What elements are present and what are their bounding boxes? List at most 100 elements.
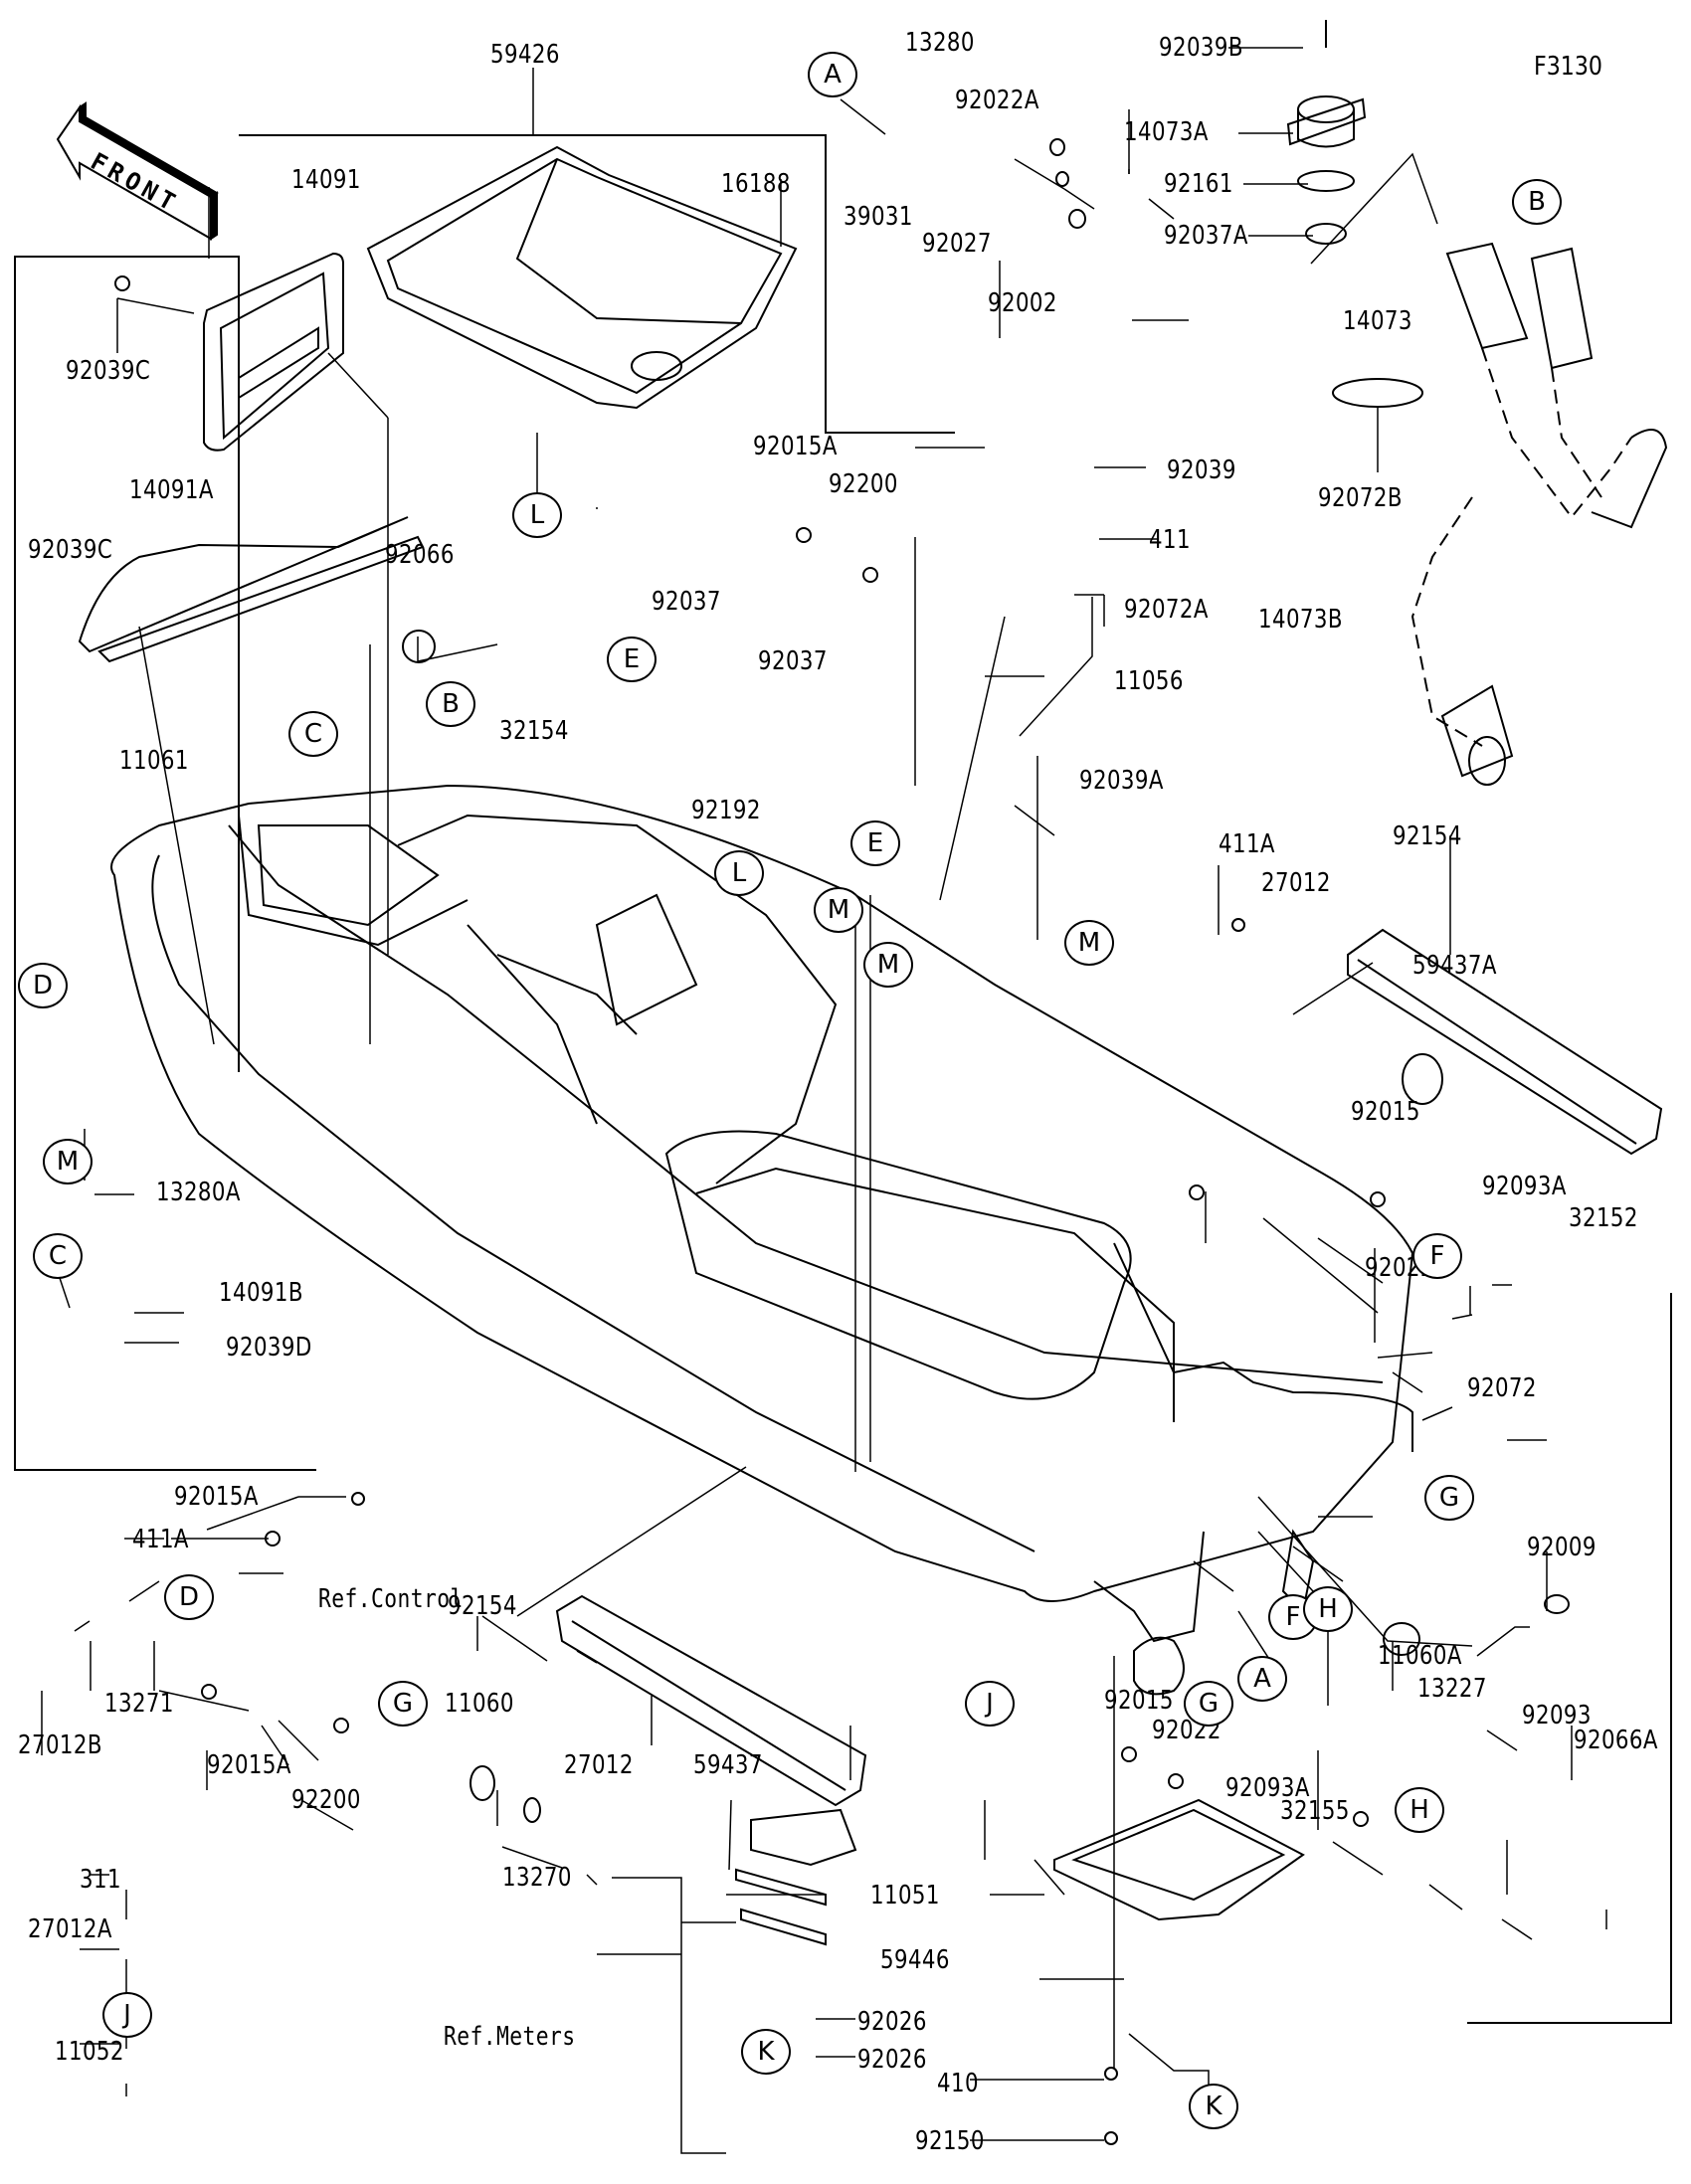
part-label-14091a[interactable]: 14091A (129, 475, 214, 505)
part-label-13280a[interactable]: 13280A (156, 1178, 241, 1207)
callout-j[interactable]: J (102, 1992, 152, 2038)
part-label-92093a[interactable]: 92093A (1482, 1172, 1567, 1201)
part-label-14091[interactable]: 14091 (291, 165, 361, 195)
part-label-11051[interactable]: 11051 (870, 1881, 940, 1911)
callout-a[interactable]: A (808, 52, 857, 97)
part-label-92072[interactable]: 92072 (1467, 1373, 1537, 1403)
part-label-92039d[interactable]: 92039D (226, 1333, 312, 1363)
part-label-92039a[interactable]: 92039A (1079, 766, 1164, 796)
callout-f[interactable]: F (1412, 1233, 1462, 1279)
cover-14091-part (203, 252, 344, 452)
part-label-32152[interactable]: 32152 (1569, 1203, 1638, 1233)
part-label-92009[interactable]: 92009 (1527, 1533, 1597, 1562)
part-label-92093[interactable]: 92093 (1522, 1701, 1592, 1730)
part-label-92039c[interactable]: 92039C (66, 356, 151, 386)
part-label-13271[interactable]: 13271 (104, 1689, 174, 1719)
callout-k[interactable]: K (1189, 2084, 1238, 2129)
part-label-14073b[interactable]: 14073B (1258, 605, 1343, 635)
callout-l[interactable]: L (714, 850, 764, 896)
part-label-92066[interactable]: 92066 (385, 540, 455, 570)
callout-m[interactable]: M (863, 942, 913, 988)
part-label-92192[interactable]: 92192 (691, 796, 761, 825)
callout-l[interactable]: L (512, 492, 562, 538)
part-label-311[interactable]: 311 (80, 1865, 121, 1895)
part-label-27012[interactable]: 27012 (1261, 868, 1331, 898)
part-label-59437a[interactable]: 59437A (1412, 951, 1497, 981)
part-label-92002[interactable]: 92002 (988, 288, 1057, 318)
callout-h[interactable]: H (1303, 1586, 1353, 1632)
part-label-59437[interactable]: 59437 (693, 1750, 763, 1780)
part-label-59426[interactable]: 59426 (490, 40, 560, 70)
part-label-92161[interactable]: 92161 (1164, 169, 1233, 199)
callout-h[interactable]: H (1395, 1787, 1444, 1833)
part-label-11060a[interactable]: 11060A (1378, 1641, 1462, 1671)
callout-d[interactable]: D (18, 963, 68, 1008)
part-label-13227[interactable]: 13227 (1417, 1674, 1487, 1704)
part-label-92200[interactable]: 92200 (291, 1785, 361, 1815)
part-label-14073[interactable]: 14073 (1343, 306, 1412, 336)
callout-m[interactable]: M (814, 887, 863, 933)
part-label-411[interactable]: 411 (1149, 525, 1191, 555)
part-label-92026[interactable]: 92026 (857, 2007, 927, 2037)
part-label-16188[interactable]: 16188 (721, 169, 791, 199)
part-label-92015a[interactable]: 92015A (174, 1482, 259, 1512)
part-label-92072b[interactable]: 92072B (1318, 483, 1403, 513)
callout-e[interactable]: E (850, 820, 900, 866)
part-label-92072a[interactable]: 92072A (1124, 595, 1209, 625)
ref-meters-link[interactable]: Ref.Meters (444, 2022, 576, 2052)
part-label-92022a[interactable]: 92022A (955, 86, 1039, 115)
part-label-92039b[interactable]: 92039B (1159, 33, 1243, 63)
part-label-92037[interactable]: 92037 (758, 646, 828, 676)
part-label-59446[interactable]: 59446 (880, 1945, 950, 1975)
part-label-14073a[interactable]: 14073A (1124, 117, 1209, 147)
part-label-14091b[interactable]: 14091B (219, 1278, 303, 1308)
part-label-92037a[interactable]: 92037A (1164, 221, 1248, 251)
part-label-13270[interactable]: 13270 (502, 1863, 572, 1893)
part-label-92200[interactable]: 92200 (829, 469, 898, 499)
callout-g[interactable]: G (1184, 1681, 1233, 1727)
part-label-92037[interactable]: 92037 (652, 587, 721, 617)
callout-m[interactable]: M (1064, 920, 1114, 966)
part-label-92154[interactable]: 92154 (448, 1591, 517, 1621)
part-label-92015[interactable]: 92015 (1104, 1686, 1174, 1716)
callout-j[interactable]: J (965, 1681, 1015, 1727)
part-label-92093a[interactable]: 92093A (1225, 1773, 1310, 1803)
part-label-11052[interactable]: 11052 (55, 2037, 124, 2067)
part-label-27012[interactable]: 27012 (564, 1750, 634, 1780)
callout-b[interactable]: B (1512, 179, 1562, 225)
part-label-92039c[interactable]: 92039C (28, 535, 113, 565)
part-label-92039[interactable]: 92039 (1167, 455, 1236, 485)
part-label-11060[interactable]: 11060 (445, 1689, 514, 1719)
part-label-13280[interactable]: 13280 (905, 28, 975, 58)
part-label-11056[interactable]: 11056 (1114, 666, 1184, 696)
ref-control-link[interactable]: Ref.Control (318, 1584, 464, 1614)
part-label-32155[interactable]: 32155 (1280, 1796, 1350, 1826)
part-label-92015a[interactable]: 92015A (207, 1750, 291, 1780)
callout-g[interactable]: G (1424, 1475, 1474, 1521)
part-label-92015[interactable]: 92015 (1351, 1097, 1420, 1127)
callout-k[interactable]: K (741, 2029, 791, 2075)
callout-c[interactable]: C (288, 711, 338, 757)
part-label-39031[interactable]: 39031 (844, 202, 913, 232)
part-label-27012a[interactable]: 27012A (28, 1914, 112, 1944)
part-label-411a[interactable]: 411A (132, 1525, 189, 1554)
part-label-92015a[interactable]: 92015A (753, 432, 838, 461)
part-label-92066a[interactable]: 92066A (1574, 1726, 1658, 1755)
part-label-27012b[interactable]: 27012B (18, 1730, 102, 1760)
part-label-92150[interactable]: 92150 (915, 2126, 985, 2156)
part-label-410[interactable]: 410 (937, 2069, 979, 2098)
part-label-11061[interactable]: 11061 (119, 746, 189, 776)
callout-b[interactable]: B (426, 681, 475, 727)
callout-e[interactable]: E (607, 637, 657, 682)
part-label-92027[interactable]: 92027 (922, 229, 992, 259)
part-label-92026[interactable]: 92026 (857, 2045, 927, 2075)
plate-59446-part (1053, 1798, 1305, 1921)
callout-c[interactable]: C (33, 1233, 83, 1279)
callout-a[interactable]: A (1237, 1656, 1287, 1702)
part-label-92154[interactable]: 92154 (1393, 821, 1462, 851)
callout-d[interactable]: D (164, 1574, 214, 1620)
callout-m[interactable]: M (43, 1139, 93, 1184)
part-label-411a[interactable]: 411A (1219, 829, 1275, 859)
part-label-32154[interactable]: 32154 (499, 716, 569, 746)
callout-g[interactable]: G (378, 1681, 428, 1727)
